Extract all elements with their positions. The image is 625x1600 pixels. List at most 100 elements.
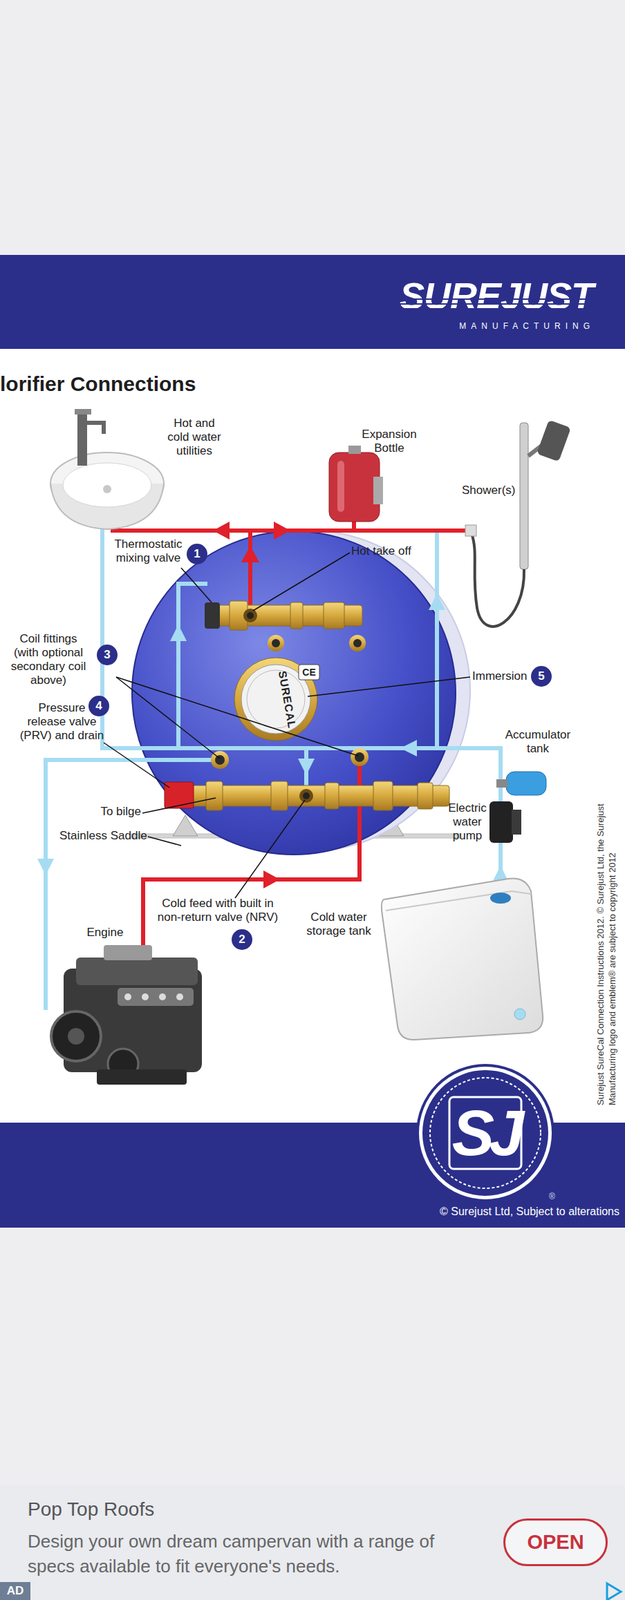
flow-arrow: [400, 740, 417, 758]
diagram-title: lorifier Connections: [0, 371, 291, 397]
fitting-nut: [206, 781, 223, 811]
engine-cover: [117, 988, 194, 1007]
leader-line: [253, 553, 350, 612]
storage-tank: [381, 878, 543, 1041]
part-label: Hot take off: [351, 544, 435, 559]
leader-line: [116, 677, 359, 757]
expansion-bottle: [329, 452, 380, 522]
emblem-text: SJ: [422, 1070, 549, 1197]
sink-drain: [103, 485, 112, 494]
ad-title: Pop Top Roofs: [27, 1499, 155, 1522]
pipe-port: [243, 609, 258, 623]
shower-head: [536, 420, 572, 462]
fitting-nut: [323, 602, 345, 630]
logo-stripe: [387, 298, 599, 301]
engine-bolt: [176, 994, 184, 1002]
mixing-valve-cap: [204, 602, 220, 630]
bolt-hole: [267, 635, 285, 652]
water-pump: [489, 801, 513, 844]
bolt-hole: [353, 639, 362, 648]
part-label: Cold water storage tank: [300, 911, 377, 939]
leader-line: [181, 568, 212, 603]
prv-valve: [164, 782, 194, 809]
cold-pipe: [178, 584, 208, 749]
coil-fitting: [215, 755, 225, 766]
bottle-bracket: [373, 477, 384, 505]
immersion-badge: [298, 665, 320, 681]
tap-spout: [87, 423, 104, 435]
accumulator-tank: [506, 772, 547, 796]
coil-fitting: [354, 752, 365, 763]
part-label: To bilge: [76, 805, 142, 820]
callout-text: 5: [530, 666, 552, 688]
shower-hose: [471, 533, 525, 628]
emblem-square: [449, 1097, 522, 1170]
callout-text: 4: [88, 696, 110, 717]
tap-handle: [74, 409, 92, 415]
ad-badge: AD: [0, 1583, 31, 1600]
flow-arrow: [273, 521, 291, 540]
shower-fitting: [465, 525, 477, 537]
engine-sump: [96, 1070, 187, 1086]
cold-pipe: [436, 530, 472, 749]
fitting-nut: [373, 781, 393, 811]
leader-line: [147, 837, 182, 847]
flow-arrow: [297, 759, 315, 776]
storage-tank-edge: [385, 891, 531, 912]
ad-banner: Pop Top RoofsDesign your own dream campe…: [0, 1485, 625, 1600]
calorifier-tank: [132, 531, 456, 856]
callout-text: 1: [186, 544, 208, 565]
tank-outlet: [514, 1009, 526, 1021]
part-label: Immersion: [472, 669, 535, 684]
part-label: Coil fittings (with optional secondary c…: [6, 632, 90, 688]
sink-basin: [62, 463, 152, 508]
pipe-port: [246, 612, 254, 620]
copyright-note: Surejust SureCal Connection Instructions…: [594, 788, 620, 1107]
leader-line: [116, 677, 220, 760]
fitting-nut: [324, 783, 339, 810]
part-label: Hot and cold water utilities: [163, 416, 226, 459]
logo-stripe: [387, 303, 599, 305]
callout-text: 2: [231, 929, 253, 951]
bolt-hole: [349, 635, 366, 652]
fitting-nut: [271, 781, 288, 811]
registered-mark: ®: [548, 1190, 556, 1205]
engine-pulley: [51, 1012, 101, 1062]
accumulator-fitting: [496, 779, 508, 789]
footer-note: © Surejust Ltd, Subject to alterations: [439, 1206, 620, 1219]
bottle-highlight: [337, 461, 345, 513]
engine-bolt: [159, 994, 166, 1002]
bolt-hole: [271, 639, 281, 648]
callout-text: 3: [96, 645, 118, 666]
pipe-port: [302, 793, 310, 800]
flow-arrow: [37, 859, 54, 876]
leader-line: [103, 743, 170, 789]
callout-number: 1: [186, 544, 208, 565]
part-label: Shower(s): [461, 483, 531, 498]
flow-arrow: [428, 593, 446, 611]
part-label: Expansion Bottle: [358, 427, 421, 456]
bottle-cap: [348, 445, 361, 455]
part-label: Electric water pump: [441, 801, 494, 844]
shower-rail: [519, 423, 529, 570]
ad-description: Design your own dream campervan with a r…: [27, 1530, 484, 1580]
pipe-port: [299, 789, 314, 804]
content-background: [0, 349, 625, 1124]
pump-motor: [511, 810, 522, 836]
header-band: SUREJUST MANUFACTURING: [0, 255, 625, 350]
engine-bolt: [141, 994, 149, 1002]
engine-intake: [103, 945, 153, 962]
part-label: Thermostatic mixing valve: [108, 537, 189, 566]
plate-text: SURECAL: [273, 661, 301, 740]
callout-number: 2: [231, 929, 253, 951]
ad-button: OPEN: [503, 1519, 608, 1568]
part-label: Cold feed with built in non-return valve…: [148, 897, 287, 926]
flow-arrow: [170, 625, 187, 642]
part-label: Engine: [77, 926, 133, 941]
brand-subtitle: MANUFACTURING: [459, 321, 595, 332]
coil-fitting: [350, 748, 369, 767]
brand-logo: SUREJUST: [399, 274, 594, 318]
